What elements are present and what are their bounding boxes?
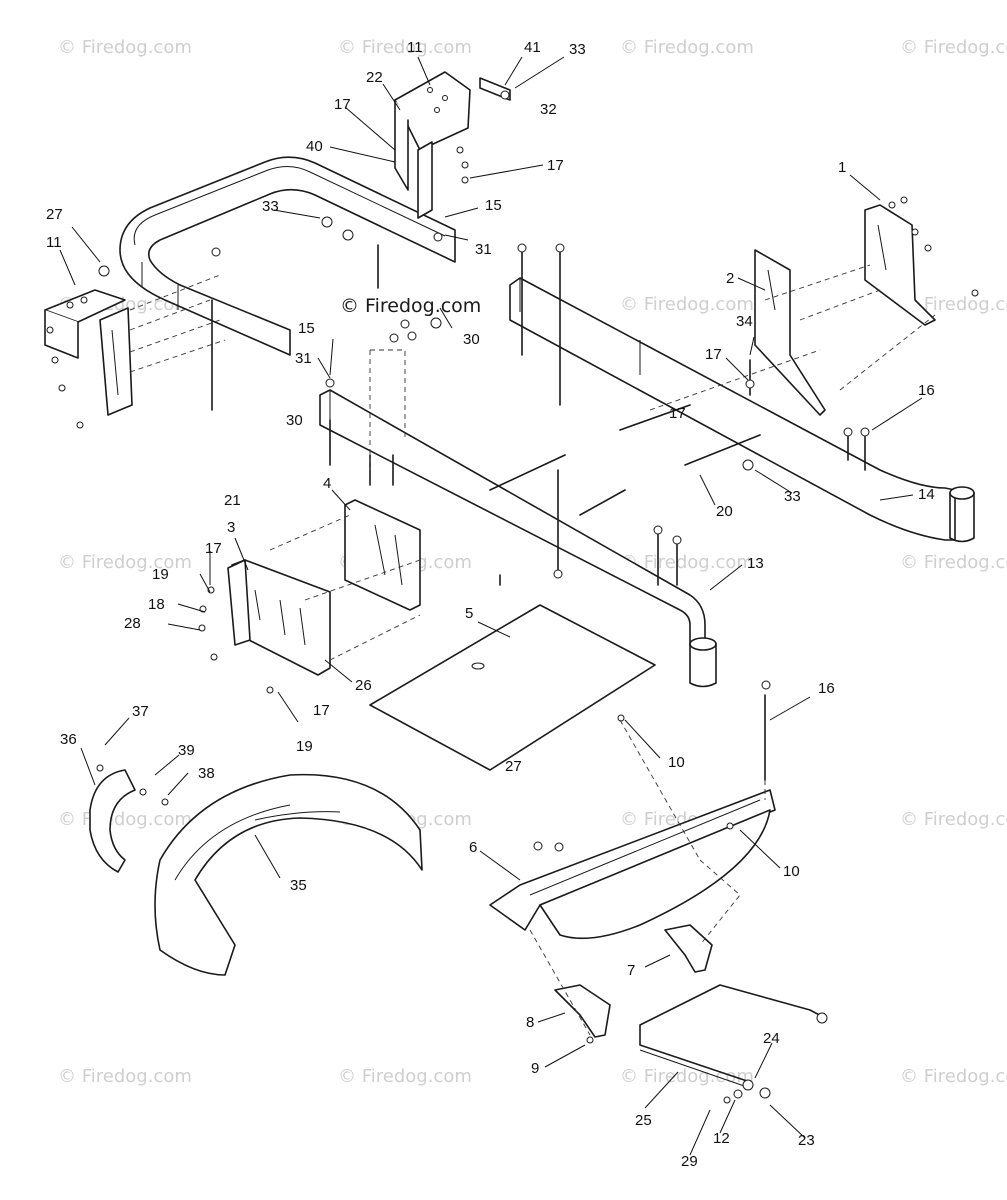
callout-1: 1 [838,159,846,176]
plate-4 [344,499,421,611]
callout-17: 17 [705,346,722,363]
callout-17: 17 [313,702,330,719]
callout-31: 31 [295,350,312,367]
callout-5: 5 [465,605,473,622]
callout-36: 36 [60,731,77,748]
watermark: © Firedog.com [338,37,472,58]
callout-15: 15 [298,320,315,337]
callout-30: 30 [286,412,303,429]
callout-3: 3 [227,519,235,536]
callout-33: 33 [569,41,586,58]
callout-7: 7 [627,962,635,979]
frame-tube-13 [319,389,717,688]
callout-35: 35 [290,877,307,894]
callout-15: 15 [485,197,502,214]
callout-12: 12 [713,1130,730,1147]
callout-41: 41 [524,39,541,56]
watermark: © Firedog.com [620,37,754,58]
callout-39: 39 [178,742,195,759]
callout-11: 11 [46,234,62,251]
callout-23: 23 [798,1132,815,1149]
support-6 [489,789,776,940]
callout-19: 19 [296,738,313,755]
bracket-7 [664,924,713,973]
hardware-group [46,90,979,1104]
fender-36 [89,769,136,873]
watermark: © Firedog.com [900,37,1007,58]
watermark: © Firedog.com [58,1066,192,1087]
watermark: © Firedog.com [620,294,754,315]
callout-33: 33 [784,488,801,505]
alignment-lines [129,264,936,1036]
callout-24: 24 [763,1030,780,1047]
bracket-11-upper [394,71,471,219]
rod-25 [639,984,828,1091]
callout-11: 11 [407,39,423,56]
watermark: © Firedog.com [900,809,1007,830]
callout-16: 16 [818,680,835,697]
callout-33: 33 [262,198,279,215]
callout-25: 25 [635,1112,652,1129]
watermark: © Firedog.com [900,294,1007,315]
bracket-11-left [44,289,133,416]
bracket-1 [864,204,936,326]
callout-37: 37 [132,703,149,720]
callout-21: 21 [224,492,241,509]
callout-32: 32 [540,101,557,118]
callout-29: 29 [681,1153,698,1170]
watermark: © Firedog.com [900,552,1007,573]
callout-4: 4 [323,475,331,492]
callout-17: 17 [334,96,351,113]
watermark: © Firedog.com [58,552,192,573]
callout-34: 34 [736,313,753,330]
callout-22: 22 [366,69,383,86]
watermark: © Firedog.com [620,552,754,573]
callout-17: 17 [547,157,564,174]
callout-19: 19 [152,566,169,583]
watermark: © Firedog.com [58,37,192,58]
callout-8: 8 [526,1014,534,1031]
bracket-2 [754,249,826,416]
leader-lines [59,56,923,1156]
callout-16: 16 [918,382,935,399]
watermark: © Firedog.com [338,1066,472,1087]
callout-38: 38 [198,765,215,782]
fender-35 [154,773,423,976]
callout-9: 9 [531,1060,539,1077]
floor-plate-5 [369,604,656,771]
callout-17: 17 [205,540,222,557]
callout-27: 27 [505,758,522,775]
callout-40: 40 [306,138,323,155]
frame-tube-14 [509,277,975,543]
callout-30: 30 [463,331,480,348]
callout-28: 28 [124,615,141,632]
watermark: © Firedog.com [58,809,192,830]
rear-u-frame [119,156,456,356]
callout-27: 27 [46,206,63,223]
callout-6: 6 [469,839,477,856]
callout-2: 2 [726,270,734,287]
callout-14: 14 [918,486,935,503]
callout-13: 13 [747,555,764,572]
callout-labels: 1 2 3 4 5 6 7 8 9 10 10 11 11 12 13 14 1… [46,39,935,1170]
callout-17: 17 [669,405,686,422]
watermark: © Firedog.com [900,1066,1007,1087]
bracket-8 [554,984,611,1038]
callout-18: 18 [148,596,165,613]
callout-31: 31 [475,241,492,258]
watermark-center: © Firedog.com [340,295,481,317]
callout-26: 26 [355,677,372,694]
callout-10: 10 [783,863,800,880]
plate-21 [227,559,251,646]
callout-20: 20 [716,503,733,520]
callout-10: 10 [668,754,685,771]
